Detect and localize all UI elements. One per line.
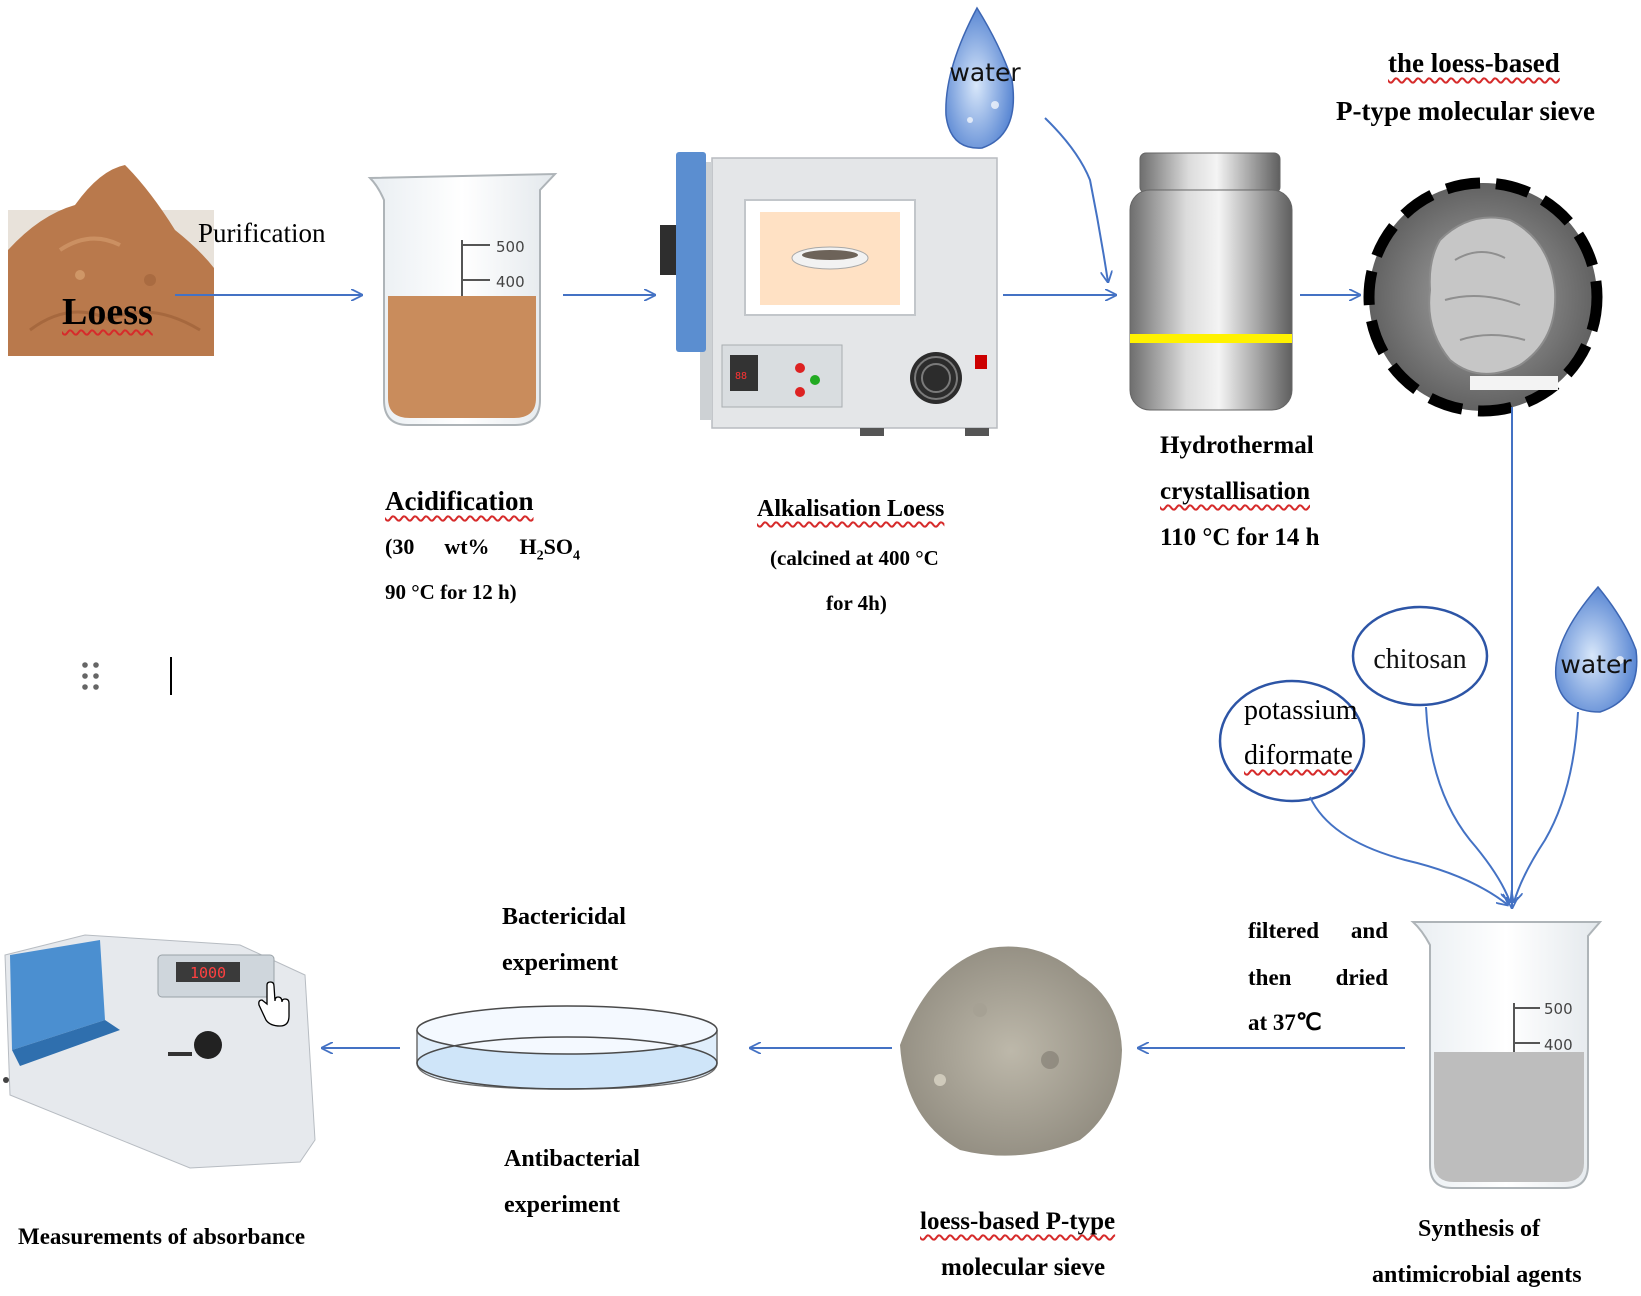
svg-text:88: 88 bbox=[735, 371, 747, 382]
measurement-label: Measurements of absorbance bbox=[18, 1224, 306, 1249]
loess-label: Loess bbox=[62, 291, 153, 333]
alkalisation-line2: for 4h) bbox=[826, 591, 887, 615]
hydrothermal-line1: Hydrothermal bbox=[1160, 432, 1314, 459]
synthesis-scale-400: 400 bbox=[1544, 1036, 1573, 1054]
water-drop-right-icon bbox=[1554, 585, 1638, 713]
sem-image bbox=[1363, 177, 1603, 417]
acid-h: H bbox=[519, 534, 537, 559]
water-top-label: water bbox=[949, 58, 1021, 87]
bactericidal-line2: experiment bbox=[502, 950, 618, 976]
acid-so: SO bbox=[543, 534, 573, 559]
arrow-water-to-synthesis bbox=[1514, 711, 1579, 902]
filtered-word1: filtered bbox=[1248, 918, 1320, 943]
acidification-title: Acidification bbox=[385, 486, 534, 516]
hand-pointer-icon bbox=[258, 981, 290, 1027]
chitosan-label: chitosan bbox=[1373, 644, 1466, 675]
filtered-line3: at 37℃ bbox=[1248, 1010, 1322, 1035]
sieve-top-line1: the loess-based bbox=[1388, 48, 1560, 78]
petri-dish-image bbox=[416, 1005, 718, 1090]
text-cursor[interactable] bbox=[170, 657, 172, 695]
hydrothermal-line2: crystallisation bbox=[1160, 478, 1310, 505]
spectro-display: 1000 bbox=[190, 964, 226, 982]
filtered-word4: dried bbox=[1335, 965, 1388, 990]
arrow-water-to-autoclave bbox=[1044, 117, 1108, 282]
flow-arrows bbox=[175, 117, 1579, 1048]
filtered-word2: and bbox=[1350, 918, 1388, 943]
synthesis-scale-500: 500 bbox=[1544, 1000, 1573, 1018]
potassium-line2: diformate bbox=[1244, 740, 1353, 771]
synthesis-beaker-image bbox=[1410, 921, 1603, 1189]
spectrophotometer-image bbox=[3, 934, 316, 1169]
water-right-label: water bbox=[1560, 650, 1632, 679]
synthesis-line2: antimicrobial agents bbox=[1372, 1262, 1582, 1288]
synthesis-line1: Synthesis of bbox=[1418, 1216, 1541, 1242]
acid-scale-500: 500 bbox=[496, 238, 525, 256]
acid-scale-400: 400 bbox=[496, 273, 525, 291]
purification-label: Purification bbox=[198, 218, 326, 248]
loess-image bbox=[8, 165, 214, 356]
sieve-bottom-line1: loess-based P-type bbox=[920, 1208, 1116, 1235]
sieve-bottom-line2: molecular sieve bbox=[941, 1254, 1106, 1281]
chitosan-bubble bbox=[1351, 605, 1489, 707]
filtered-word3: then bbox=[1248, 965, 1292, 990]
muffle-furnace-image: 88 bbox=[660, 152, 998, 436]
water-drop-top-icon bbox=[945, 6, 1015, 149]
sieve-top-line2: P-type molecular sieve bbox=[1336, 96, 1595, 126]
acid-beaker-image bbox=[367, 172, 558, 426]
acid-formula: H2SO4 bbox=[520, 534, 580, 564]
alkalisation-line1: (calcined at 400 °C bbox=[770, 546, 939, 570]
sieve-powder-image bbox=[900, 946, 1122, 1156]
arrow-potassium-to-synthesis bbox=[1309, 796, 1508, 905]
antibacterial-line1: Antibacterial bbox=[504, 1146, 640, 1172]
acidification-line1: (30 wt% H2SO4 bbox=[385, 534, 580, 564]
acid-sub-4: 4 bbox=[573, 548, 580, 564]
alkalisation-title: Alkalisation Loess bbox=[757, 496, 945, 522]
arrow-chitosan-to-synthesis bbox=[1425, 706, 1510, 902]
potassium-line1: potassium bbox=[1244, 695, 1358, 726]
filtered-line1: filtered and bbox=[1248, 918, 1388, 944]
acidification-line2: 90 °C for 12 h) bbox=[385, 580, 517, 604]
bactericidal-line1: Bactericidal bbox=[502, 904, 626, 930]
antibacterial-line2: experiment bbox=[504, 1192, 620, 1218]
hydrothermal-line3: 110 °C for 14 h bbox=[1160, 524, 1320, 551]
acid-line1-b: wt% bbox=[444, 534, 490, 559]
autoclave-image bbox=[1129, 152, 1293, 411]
drag-handle-icon[interactable] bbox=[80, 660, 102, 692]
filtered-line2: then dried bbox=[1248, 965, 1388, 991]
acid-line1-a: (30 bbox=[385, 534, 415, 559]
acid-sub-2: 2 bbox=[536, 548, 544, 564]
potassium-bubble bbox=[1218, 679, 1366, 803]
